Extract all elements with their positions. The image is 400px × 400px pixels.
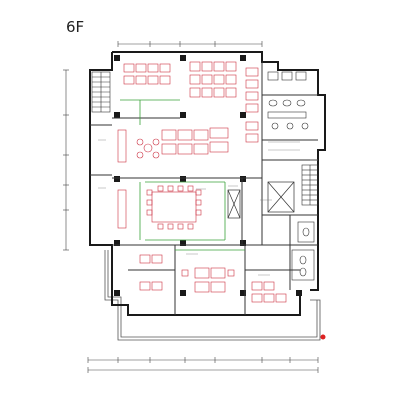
room-marks (98, 139, 318, 276)
columns (114, 55, 302, 296)
restroom-fixtures (267, 71, 315, 281)
interior-walls (90, 62, 318, 315)
stair-left (91, 71, 111, 113)
floor-label: 6F (66, 18, 85, 36)
stair-right (301, 164, 319, 206)
north-marker-icon (320, 334, 326, 340)
terrace-outline (104, 250, 321, 341)
furniture (117, 61, 287, 303)
dimension-lines (63, 41, 319, 373)
elevators (227, 181, 295, 219)
glass-partitions (120, 99, 245, 251)
